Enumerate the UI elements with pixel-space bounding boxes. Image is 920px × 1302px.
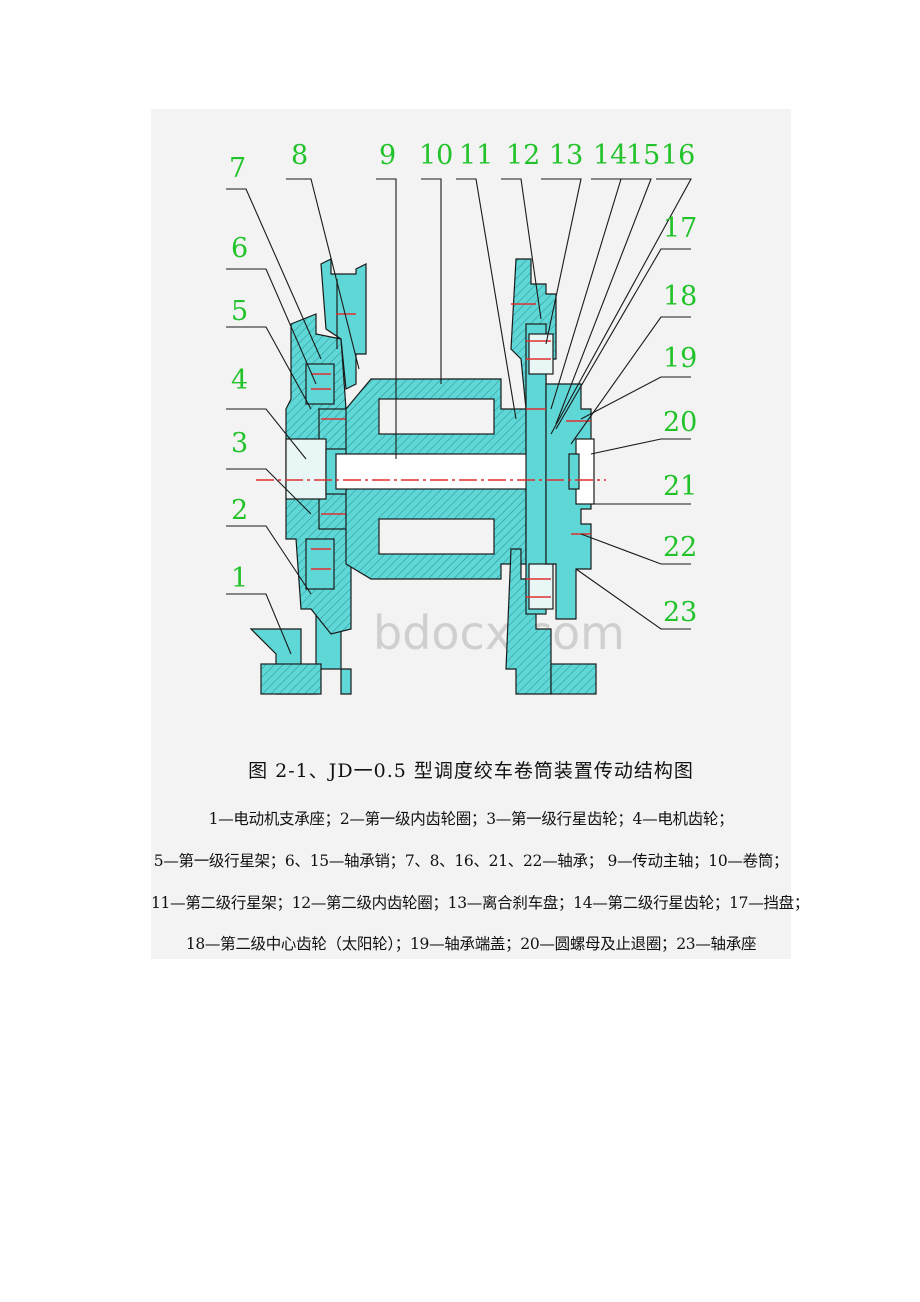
right-assembly [505, 258, 597, 695]
figure-title: 图 2-1、JD一0.5 型调度绞车卷筒装置传动结构图 [248, 760, 694, 782]
callout-16: 16 [661, 140, 695, 171]
callout-8: 8 [291, 140, 308, 171]
callout-4: 4 [231, 365, 248, 396]
callout-23: 23 [663, 597, 697, 628]
callout-numbers: 1 2 3 4 5 6 7 8 9 10 11 12 13 14 15 16 1… [229, 140, 697, 628]
second-planet-upper [528, 333, 554, 375]
callout-2: 2 [231, 495, 248, 526]
legend-line-1: 1—电动机支承座；2—第一级内齿轮圈；3—第一级行星齿轮；4—电机齿轮； [208, 810, 734, 828]
callout-20: 20 [663, 407, 697, 438]
callout-5: 5 [231, 296, 248, 327]
legend-line-2: 5—第一级行星架；6、15—轴承销；7、8、16、21、22—轴承； 9—传动主… [153, 852, 789, 870]
callout-7: 7 [229, 153, 246, 184]
second-stage-housing-lower [505, 548, 552, 695]
callout-14: 14 [593, 140, 627, 171]
callout-15: 15 [626, 140, 660, 171]
callout-6: 6 [231, 233, 248, 264]
round-nut [568, 453, 580, 490]
left-assembly [249, 258, 367, 695]
base-foot [260, 663, 322, 695]
motor-gear [285, 438, 327, 500]
winch-drum-transmission-drawing: bdocx.com [226, 140, 697, 695]
callout-1: 1 [231, 563, 248, 594]
callout-22: 22 [663, 532, 697, 563]
callout-9: 9 [379, 140, 396, 171]
legend-line-3: 11—第二级行星架；12—第二级内齿轮圈；13—离合刹车盘；14—第二级行星齿轮… [151, 894, 810, 912]
drum-inner-upper [378, 398, 495, 435]
second-planet-lower [528, 563, 554, 610]
figure-panel: bdocx.com [151, 109, 810, 959]
callout-18: 18 [663, 281, 697, 312]
leader-lines [226, 178, 692, 655]
drum-inner-lower [378, 518, 495, 555]
callout-13: 13 [549, 140, 583, 171]
callout-11: 11 [459, 140, 493, 171]
left-flange [320, 258, 367, 390]
bolt-marks-left [311, 313, 356, 570]
bearing-lower [305, 538, 335, 590]
callout-3: 3 [231, 428, 248, 459]
legend-line-4: 18—第二级中心齿轮（太阳轮）；19—轴承端盖；20—圆螺母及止退圈；23—轴承… [185, 935, 757, 953]
right-base [550, 663, 597, 695]
watermark-text: bdocx.com [373, 606, 625, 660]
callout-10: 10 [419, 140, 453, 171]
callout-21: 21 [663, 471, 697, 502]
callout-12: 12 [506, 140, 540, 171]
callout-17: 17 [663, 213, 697, 244]
callout-19: 19 [663, 343, 697, 374]
